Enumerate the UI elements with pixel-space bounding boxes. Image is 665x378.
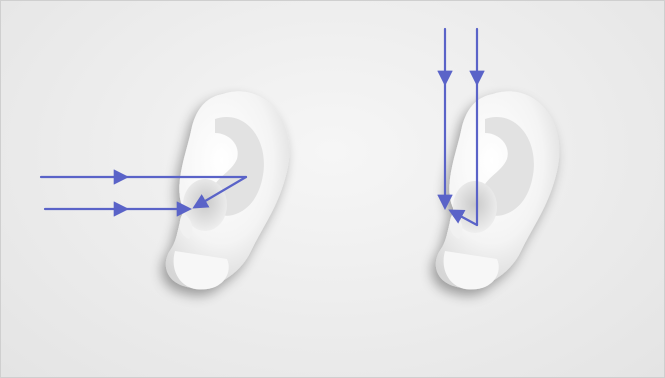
left-ear: [166, 91, 290, 289]
right-ear: [436, 91, 560, 289]
